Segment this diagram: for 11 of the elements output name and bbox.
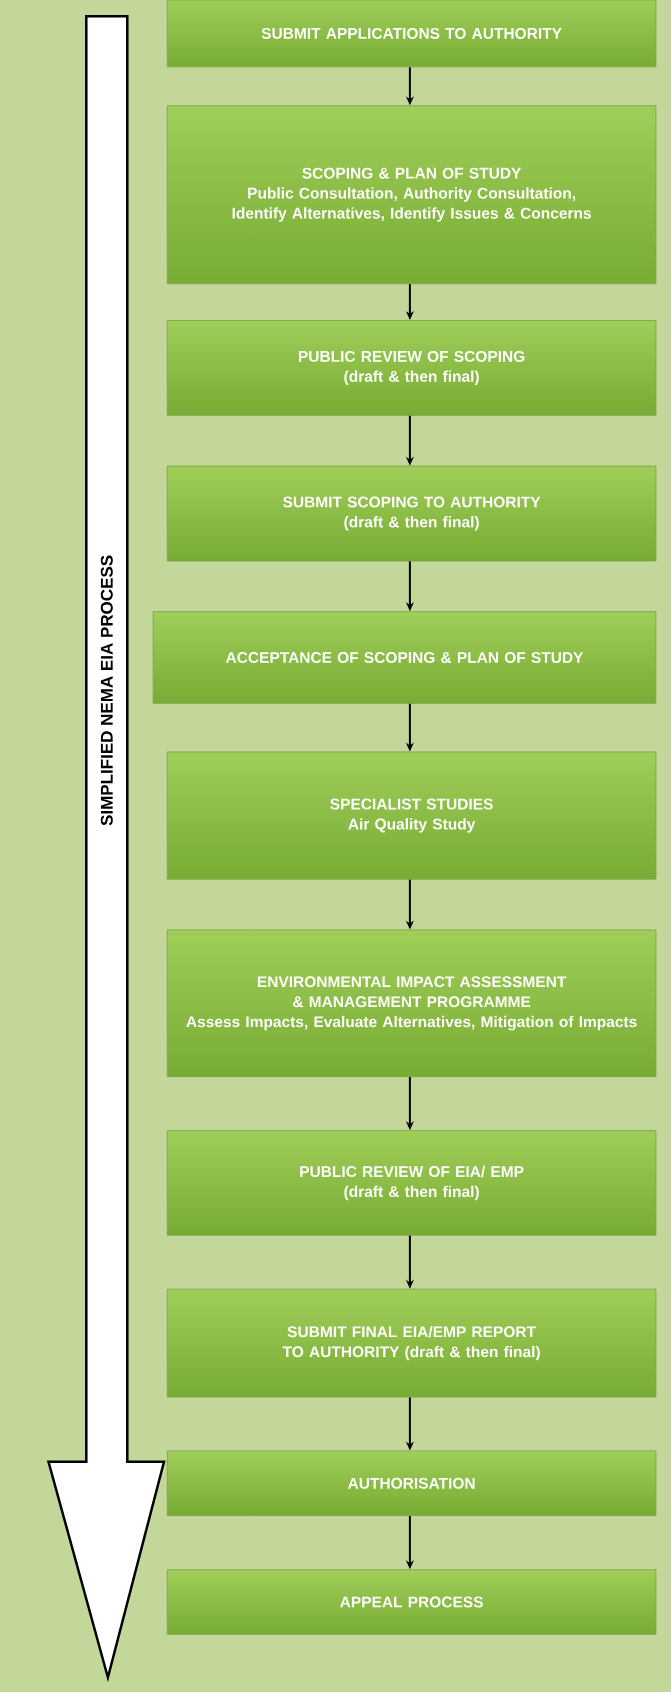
process-box: SUBMIT FINAL EIA/EMP REPORT TO AUTHORITY (draft & then final) bbox=[166, 1288, 657, 1398]
process-box: SUBMIT APPLICATIONS TO AUTHORITY bbox=[166, 0, 657, 68]
process-box: APPEAL PROCESS bbox=[166, 1569, 657, 1635]
process-box: SUBMIT SCOPING TO AUTHORITY (draft & then final) bbox=[166, 465, 657, 562]
process-box: AUTHORISATION bbox=[166, 1450, 657, 1517]
process-box: ENVIRONMENTAL IMPACT ASSESSMENT & MANAGEMENT PROGRAMME Assess Impacts, Evaluate Alternatives, Mitigation of Impacts bbox=[166, 929, 657, 1078]
process-box: SPECIALIST STUDIES Air Quality Study bbox=[166, 751, 657, 880]
process-box: PUBLIC REVIEW OF EIA/ EMP (draft & then final) bbox=[166, 1130, 657, 1236]
process-box: PUBLIC REVIEW OF SCOPING (draft & then final) bbox=[166, 320, 657, 416]
process-box: ACCEPTANCE OF SCOPING & PLAN OF STUDY bbox=[152, 611, 657, 704]
process-box: SCOPING & PLAN OF STUDY Public Consultation, Authority Consultation, Identify Alternatives, Identify Issues & Concerns bbox=[166, 105, 657, 285]
